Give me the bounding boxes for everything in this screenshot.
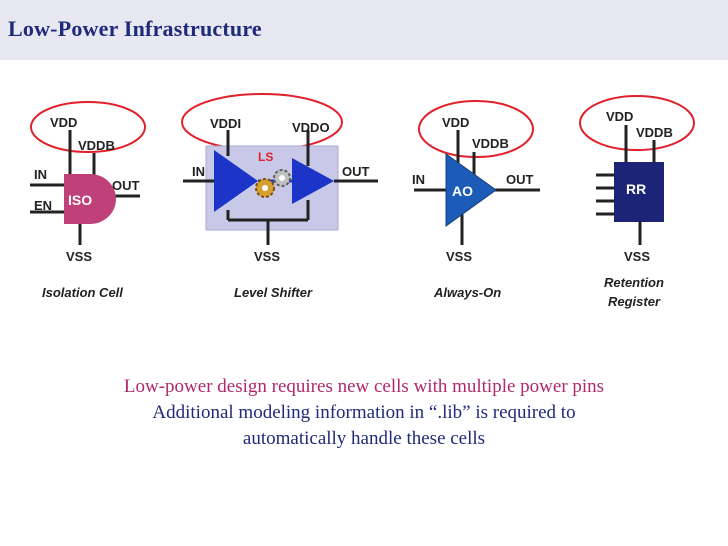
iso-vddb-label: VDDB	[78, 138, 115, 153]
iso-caption: Isolation Cell	[42, 285, 123, 300]
ls-out-label: OUT	[342, 164, 370, 179]
iso-in-label: IN	[34, 167, 47, 182]
rr-block-label: RR	[626, 181, 646, 197]
rr-vdd-label: VDD	[606, 109, 633, 124]
rr-block	[614, 162, 664, 222]
caption-line-2: Additional modeling information in “.lib…	[152, 402, 576, 423]
ao-out-label: OUT	[506, 172, 534, 187]
ao-buffer	[445, 153, 497, 227]
rr-vddb-label: VDDB	[636, 125, 673, 140]
iso-block-label: ISO	[68, 192, 92, 208]
ao-vddb-label: VDDB	[472, 136, 509, 151]
rr-power-highlight	[579, 95, 695, 151]
ao-caption: Always-On	[433, 285, 501, 300]
rr-vss-label: VSS	[624, 249, 650, 264]
gear-icon	[255, 169, 291, 198]
isolation-power-highlight	[30, 101, 146, 153]
always-on-cell: AO VDD VDDB IN OUT VSS Always-On	[412, 100, 540, 300]
caption-line-1: Low-power design requires new cells with…	[123, 376, 605, 397]
ao-power-highlight	[418, 100, 534, 158]
slide-title: Low-Power Infrastructure	[8, 16, 262, 41]
rr-caption-line1: Retention	[604, 275, 664, 290]
ao-vdd-label: VDD	[442, 115, 469, 130]
iso-gate	[64, 174, 116, 224]
ls-output-buffer	[292, 158, 334, 204]
level-shifter-cell: LS VDDI VDDO IN OUT VSS Level Shifter	[181, 93, 378, 300]
ls-input-buffer	[214, 150, 258, 212]
ao-block-label: AO	[452, 183, 473, 199]
iso-vdd-label: VDD	[50, 115, 77, 130]
iso-en-label: EN	[34, 198, 52, 213]
ls-vss-label: VSS	[254, 249, 280, 264]
iso-out-label: OUT	[112, 178, 140, 193]
caption-line-3: automatically handle these cells	[242, 428, 486, 449]
cell-diagram: .lbl { font-family:"Liberation Sans", sa…	[30, 93, 695, 309]
ao-in-label: IN	[412, 172, 425, 187]
iso-vss-label: VSS	[66, 249, 92, 264]
ls-block-label: LS	[258, 150, 273, 164]
rr-caption-line2: Register	[608, 294, 661, 309]
ls-caption: Level Shifter	[234, 285, 313, 300]
ls-in-label: IN	[192, 164, 205, 179]
ao-vss-label: VSS	[446, 249, 472, 264]
isolation-cell: ISO VDD VDDB IN EN OUT VSS Isolation Cel…	[30, 101, 146, 300]
ls-vddi-label: VDDI	[210, 116, 241, 131]
ls-vddo-label: VDDO	[292, 120, 330, 135]
title-bar	[0, 0, 728, 60]
retention-register-cell: RR VDD VDDB VSS Retention Register	[579, 95, 695, 309]
